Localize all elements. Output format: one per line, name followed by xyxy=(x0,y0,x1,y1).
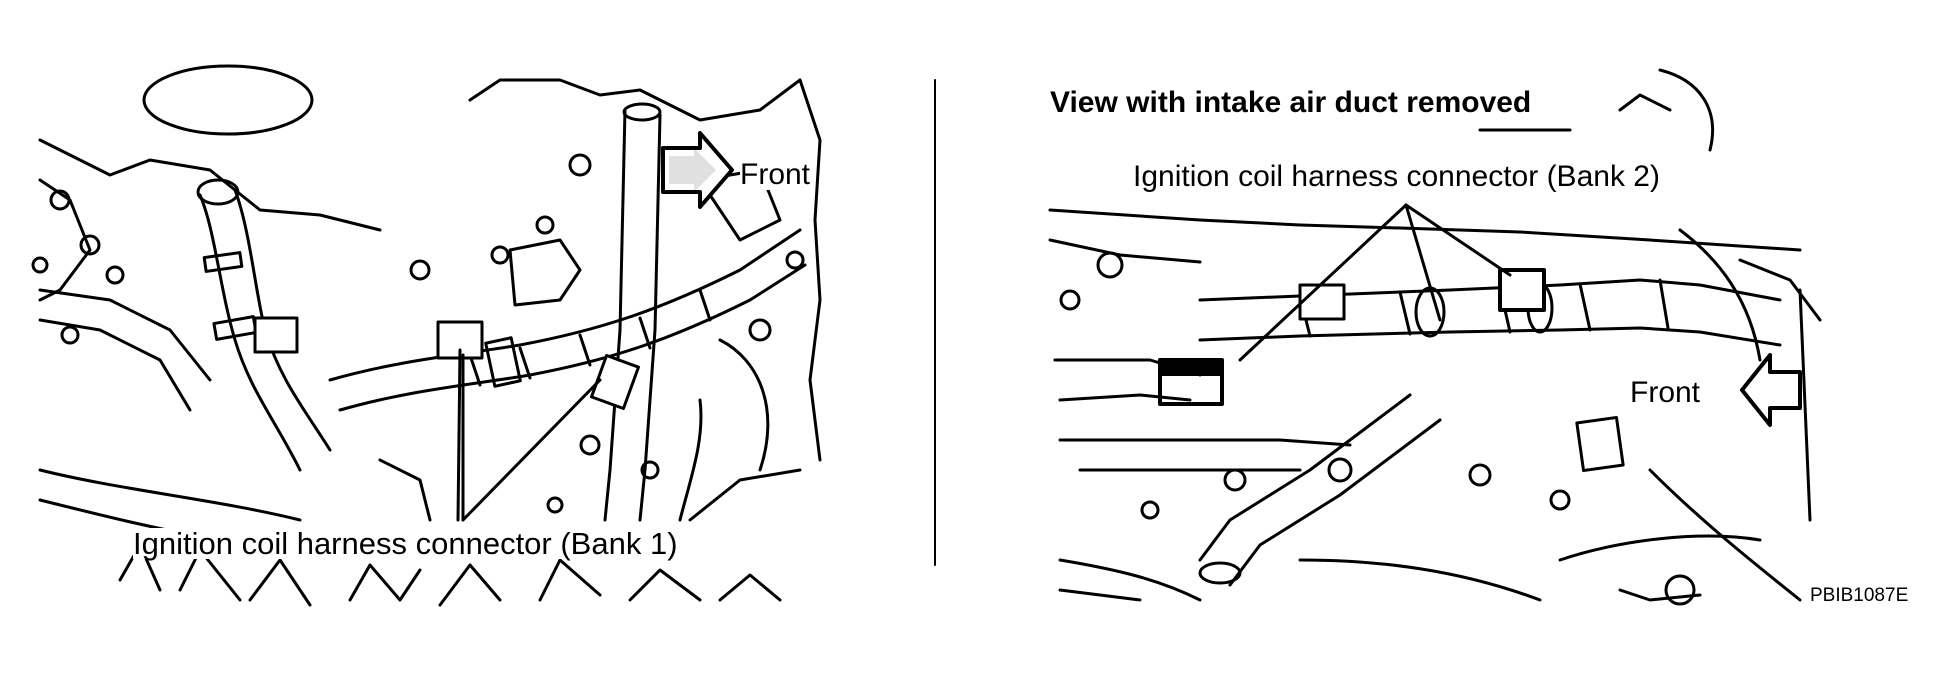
front-label-left: Front xyxy=(740,158,811,191)
front-arrow-right-icon xyxy=(1740,353,1802,427)
left-engine-illustration xyxy=(31,64,822,607)
bank2-connector-label: Ignition coil harness connector (Bank 2) xyxy=(1133,160,1660,193)
front-label-right: Front xyxy=(1630,376,1701,409)
figure-code: PBIB1087E xyxy=(1810,585,1909,606)
bank1-connector-label: Ignition coil harness connector (Bank 1) xyxy=(133,526,678,561)
front-arrow-left-icon xyxy=(661,131,734,209)
right-panel-title: View with intake air duct removed xyxy=(1050,86,1532,119)
right-engine-illustration xyxy=(1048,68,1822,606)
